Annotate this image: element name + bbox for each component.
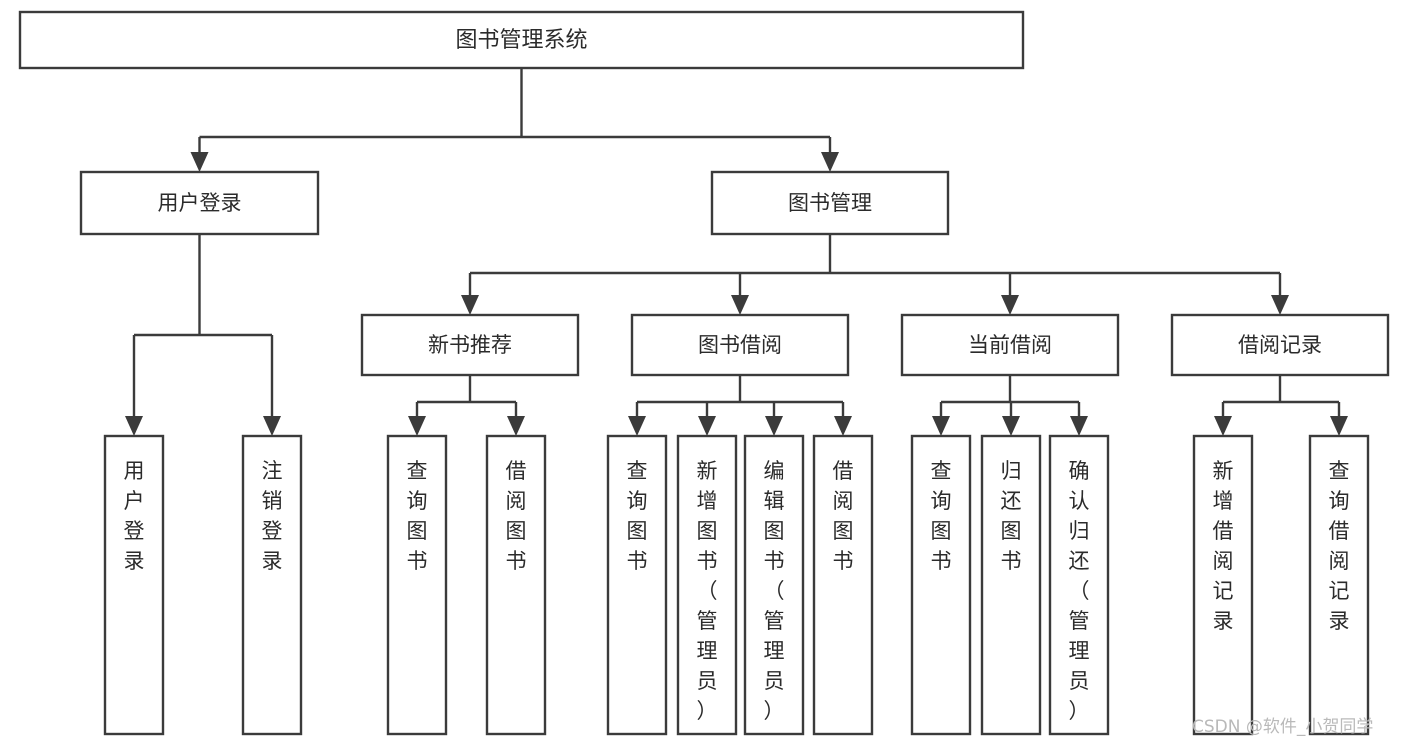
leaf-node-5-label: 新增图书（管理员） bbox=[697, 459, 718, 723]
level3-node-2-label: 当前借阅 bbox=[968, 333, 1052, 357]
root-node-book-management-system-box bbox=[18, 10, 1025, 70]
leaf-node-11-label: 新增借阅记录 bbox=[1213, 459, 1234, 633]
level2-node-1-label: 图书管理 bbox=[788, 191, 872, 215]
level2-node-0-label: 用户登录 bbox=[158, 191, 242, 215]
arrow-head-icon bbox=[821, 152, 839, 172]
leaf-node-7-label: 借阅图书 bbox=[833, 459, 854, 573]
leaf-node-11[interactable]: 新增借阅记录 bbox=[1192, 434, 1254, 736]
arrow-head-icon bbox=[731, 295, 749, 315]
root-node-book-management-system[interactable]: 图书管理系统 bbox=[18, 10, 1025, 70]
leaf-node-2-label: 查询图书 bbox=[407, 459, 428, 573]
leaf-node-5-box bbox=[676, 434, 738, 736]
arrow-head-icon bbox=[765, 416, 783, 436]
leaf-node-10-box bbox=[1048, 434, 1110, 736]
level2-node-1-box bbox=[710, 170, 950, 236]
level3-node-0-label: 新书推荐 bbox=[428, 333, 512, 357]
connector-lines bbox=[125, 68, 1348, 436]
level3-node-1-label: 图书借阅 bbox=[698, 333, 782, 357]
leaf-node-0-box bbox=[103, 434, 165, 736]
leaf-node-3-box bbox=[485, 434, 547, 736]
arrow-head-icon bbox=[190, 152, 209, 172]
leaf-node-8[interactable]: 查询图书 bbox=[910, 434, 972, 736]
leaf-node-5[interactable]: 新增图书（管理员） bbox=[676, 434, 738, 736]
arrow-head-icon bbox=[263, 416, 281, 436]
root-node-book-management-system-label: 图书管理系统 bbox=[455, 28, 587, 53]
level3-node-3[interactable]: 借阅记录 bbox=[1170, 313, 1390, 377]
level3-node-3-box bbox=[1170, 313, 1390, 377]
level3-node-1-box bbox=[630, 313, 850, 377]
leaf-node-4-box bbox=[606, 434, 668, 736]
leaf-node-2-box bbox=[386, 434, 448, 736]
leaf-node-8-box bbox=[910, 434, 972, 736]
leaf-node-9[interactable]: 归还图书 bbox=[980, 434, 1042, 736]
leaf-node-3-label: 借阅图书 bbox=[506, 459, 527, 573]
leaf-node-1-box bbox=[241, 434, 303, 736]
level2-node-1[interactable]: 图书管理 bbox=[710, 170, 950, 236]
leaf-node-12[interactable]: 查询借阅记录 bbox=[1308, 434, 1370, 736]
level3-node-0[interactable]: 新书推荐 bbox=[360, 313, 580, 377]
leaf-node-10[interactable]: 确认归还（管理员） bbox=[1048, 434, 1110, 736]
leaf-node-9-label: 归还图书 bbox=[1001, 459, 1022, 573]
leaf-node-7-box bbox=[812, 434, 874, 736]
level2-node-0-box bbox=[79, 170, 320, 236]
arrow-head-icon bbox=[932, 416, 950, 436]
arrow-head-icon bbox=[1001, 295, 1019, 315]
leaf-node-1-label: 注销登录 bbox=[262, 459, 283, 573]
arrow-head-icon bbox=[1002, 416, 1020, 436]
arrow-head-icon bbox=[408, 416, 426, 436]
leaf-node-11-box bbox=[1192, 434, 1254, 736]
arrow-head-icon bbox=[1330, 416, 1348, 436]
leaf-node-2[interactable]: 查询图书 bbox=[386, 434, 448, 736]
arrow-head-icon bbox=[507, 416, 525, 436]
leaf-node-6-box bbox=[743, 434, 805, 736]
leaf-node-1[interactable]: 注销登录 bbox=[241, 434, 303, 736]
leaf-node-0[interactable]: 用户登录 bbox=[103, 434, 165, 736]
arrow-head-icon bbox=[1214, 416, 1232, 436]
leaf-node-8-label: 查询图书 bbox=[931, 459, 952, 573]
arrow-head-icon bbox=[1070, 416, 1088, 436]
node-group: 图书管理系统用户登录图书管理新书推荐图书借阅当前借阅借阅记录用户登录注销登录查询… bbox=[18, 10, 1390, 736]
leaf-node-3[interactable]: 借阅图书 bbox=[485, 434, 547, 736]
leaf-node-4[interactable]: 查询图书 bbox=[606, 434, 668, 736]
leaf-node-12-label: 查询借阅记录 bbox=[1329, 459, 1350, 633]
leaf-node-6-label: 编辑图书（管理员） bbox=[764, 459, 785, 723]
leaf-node-0-label: 用户登录 bbox=[124, 459, 145, 573]
arrow-head-icon bbox=[461, 295, 479, 315]
level3-node-3-label: 借阅记录 bbox=[1238, 333, 1322, 357]
level3-node-2-box bbox=[900, 313, 1120, 377]
leaf-node-9-box bbox=[980, 434, 1042, 736]
level3-node-0-box bbox=[360, 313, 580, 377]
level2-node-0[interactable]: 用户登录 bbox=[79, 170, 320, 236]
arrow-head-icon bbox=[628, 416, 646, 436]
csdn-watermark: CSDN @软件_小贺同学 bbox=[1192, 717, 1373, 737]
leaf-node-4-label: 查询图书 bbox=[627, 459, 648, 573]
leaf-node-12-box bbox=[1308, 434, 1370, 736]
arrow-head-icon bbox=[125, 416, 143, 436]
leaf-node-7[interactable]: 借阅图书 bbox=[812, 434, 874, 736]
arrow-head-icon bbox=[698, 416, 716, 436]
leaf-node-6[interactable]: 编辑图书（管理员） bbox=[743, 434, 805, 736]
leaf-node-10-label: 确认归还（管理员） bbox=[1069, 459, 1090, 723]
level3-node-1[interactable]: 图书借阅 bbox=[630, 313, 850, 377]
arrow-head-icon bbox=[834, 416, 852, 436]
level3-node-2[interactable]: 当前借阅 bbox=[900, 313, 1120, 377]
arrow-head-icon bbox=[1271, 295, 1289, 315]
